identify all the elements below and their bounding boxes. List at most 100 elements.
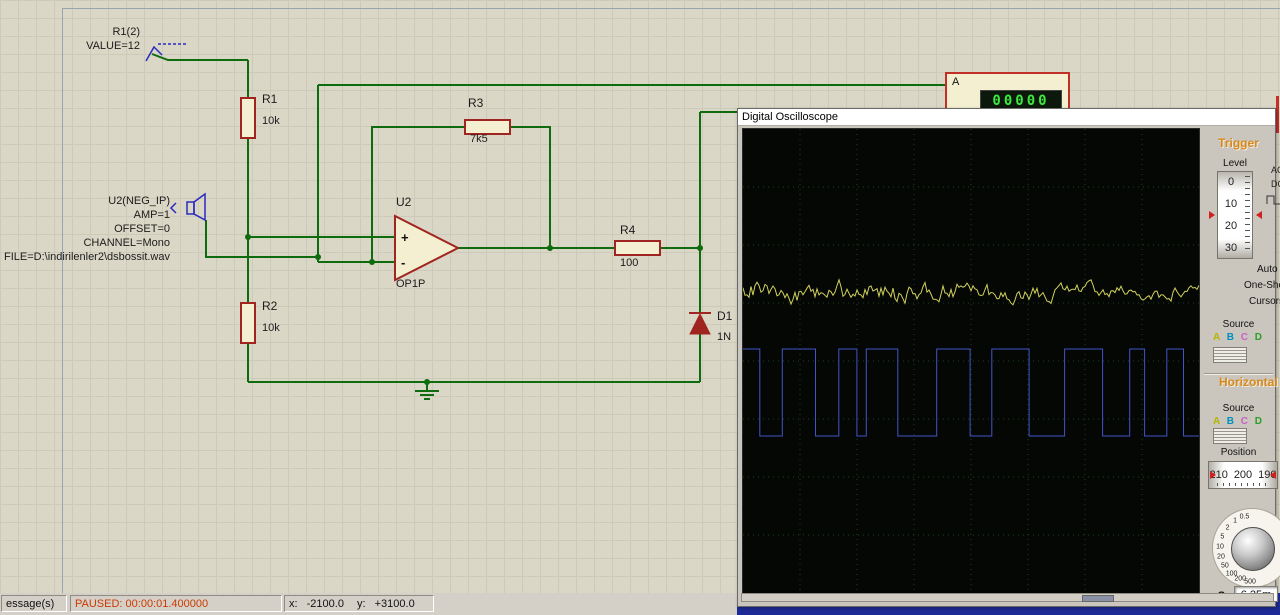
status-bar: essage(s) PAUSED: 00:00:01.400000 x: -21… xyxy=(0,593,737,615)
trace-channel-a xyxy=(742,278,1200,306)
r3-ref-label: R3 xyxy=(468,96,484,110)
dial-scale-number: 10 xyxy=(1216,543,1224,551)
voltage-probe-icon[interactable] xyxy=(145,43,186,62)
trigger-section-title: Trigger xyxy=(1218,136,1259,150)
dial-scale-number: 100 xyxy=(1225,570,1238,578)
wire[interactable] xyxy=(151,53,248,61)
horizontal-source-label: Source xyxy=(1222,403,1255,414)
junction-dot xyxy=(245,234,251,240)
horizontal-position-drum[interactable]: 210 200 190 xyxy=(1208,461,1278,489)
panel-divider xyxy=(1204,373,1273,374)
ammeter-label: A xyxy=(952,76,960,88)
coord-x-value: -2100.0 xyxy=(306,598,344,610)
horizontal-source-channels: A B C D xyxy=(1200,416,1277,427)
position-scale-value: 200 xyxy=(1233,469,1253,481)
junction-dot xyxy=(315,254,321,260)
oscilloscope-title: Digital Oscilloscope xyxy=(742,111,838,123)
junction-dot xyxy=(547,245,553,251)
coord-y-label: y: xyxy=(357,598,366,610)
level-marker-left-icon xyxy=(1209,211,1215,219)
scope-scrollbar-thumb[interactable] xyxy=(1082,595,1114,602)
opamp-u2[interactable]: + - xyxy=(394,214,461,282)
junction-dot xyxy=(697,245,703,251)
r1-ref-label: R1 xyxy=(262,92,278,106)
generator-ref-label: U2(NEG_IP) xyxy=(108,195,170,207)
coupling-dc-option[interactable]: DC xyxy=(1271,179,1280,189)
resistor-r2[interactable] xyxy=(240,302,256,344)
channel-a-option[interactable]: A xyxy=(1213,416,1222,427)
position-marker-right-icon xyxy=(1270,471,1276,479)
level-scale-value: 10 xyxy=(1224,198,1238,210)
horizontal-position-label: Position xyxy=(1220,447,1257,458)
channel-b-option[interactable]: B xyxy=(1226,332,1236,343)
level-scale-value: 0 xyxy=(1227,176,1235,188)
trigger-level-drum[interactable]: 0 10 20 30 xyxy=(1217,171,1253,259)
channel-c-option[interactable]: C xyxy=(1240,416,1250,427)
scope-control-panel: Trigger Level 0 10 20 30 AC DC Auto One-… xyxy=(1200,127,1280,602)
oscilloscope-screen xyxy=(742,128,1200,594)
r3-value-label: 7k5 xyxy=(470,133,488,145)
channel-d-option[interactable]: D xyxy=(1254,332,1264,343)
scope-scrollbar[interactable] xyxy=(741,593,1274,602)
trigger-source-channels: A B C D xyxy=(1200,332,1277,343)
dial-scale-number: 1 xyxy=(1233,517,1238,525)
d1-ref-label: D1 xyxy=(717,309,733,323)
dial-scale-number: 5 xyxy=(1220,533,1225,541)
junction-dot xyxy=(424,379,430,385)
trigger-mode-oneshot[interactable]: One-Shot xyxy=(1244,280,1280,291)
level-scale-value: 30 xyxy=(1224,242,1238,254)
oscilloscope-titlebar[interactable]: Digital Oscilloscope xyxy=(738,109,1275,126)
trigger-level-label: Level xyxy=(1223,158,1247,169)
trace-channel-b xyxy=(743,348,1199,437)
dial-scale-number: 50 xyxy=(1221,562,1229,570)
wire[interactable] xyxy=(371,126,465,262)
r2-value-label: 10k xyxy=(262,322,280,334)
r4-ref-label: R4 xyxy=(620,223,636,237)
level-marker-right-icon xyxy=(1256,211,1262,219)
generator-amp-label: AMP=1 xyxy=(133,209,170,221)
generator-file-label: FILE=D:\indirilenler2\dsbossit.wav xyxy=(4,251,170,263)
trigger-source-slider[interactable] xyxy=(1213,347,1247,363)
coupling-ac-option[interactable]: AC xyxy=(1271,165,1280,175)
r4-value-label: 100 xyxy=(620,257,639,269)
coord-x-label: x: xyxy=(289,598,298,610)
coord-y-value: +3100.0 xyxy=(374,598,415,610)
trigger-source-label: Source xyxy=(1222,319,1255,330)
scope-display xyxy=(742,129,1200,593)
sheet-border-vertical xyxy=(62,8,63,593)
scope-grid xyxy=(743,129,1199,593)
position-marker-left-icon xyxy=(1210,471,1216,479)
trigger-mode-auto[interactable]: Auto xyxy=(1257,264,1278,275)
generator-channel-label: CHANNEL=Mono xyxy=(83,237,170,249)
u2-ref-label: U2 xyxy=(396,195,412,209)
trigger-edge-icon[interactable] xyxy=(1266,193,1280,207)
dial-scale-number: 2 xyxy=(1225,524,1230,532)
r2-ref-label: R2 xyxy=(262,299,278,313)
sheet-border-horizontal xyxy=(62,8,1280,9)
channel-c-option[interactable]: C xyxy=(1240,332,1250,343)
timebase-knob[interactable] xyxy=(1231,527,1275,571)
trigger-mode-cursors[interactable]: Cursors xyxy=(1249,296,1280,307)
status-simulation: PAUSED: 00:00:01.400000 xyxy=(70,595,282,612)
channel-d-option[interactable]: D xyxy=(1254,416,1264,427)
probe-ref-label: R1(2) xyxy=(112,26,140,38)
channel-b-option[interactable]: B xyxy=(1226,416,1236,427)
resistor-r4[interactable] xyxy=(614,240,661,256)
resistor-r3[interactable] xyxy=(464,119,511,135)
r1-value-label: 10k xyxy=(262,115,280,127)
wire[interactable] xyxy=(510,126,551,248)
probe-value-label: VALUE=12 xyxy=(86,40,140,52)
dial-scale-number: 500 xyxy=(1244,578,1256,586)
u2-value-label: OP1P xyxy=(396,278,426,290)
audio-generator-icon[interactable] xyxy=(169,192,206,222)
level-scale-value: 20 xyxy=(1224,220,1238,232)
resistor-r1[interactable] xyxy=(240,97,256,139)
channel-a-option[interactable]: A xyxy=(1213,332,1222,343)
status-coordinates: x: -2100.0 y: +3100.0 xyxy=(284,595,434,612)
diode-d1[interactable] xyxy=(689,312,711,335)
horizontal-source-slider[interactable] xyxy=(1213,428,1247,444)
dial-scale-number: 0.5 xyxy=(1239,513,1250,521)
wire[interactable] xyxy=(205,220,318,258)
